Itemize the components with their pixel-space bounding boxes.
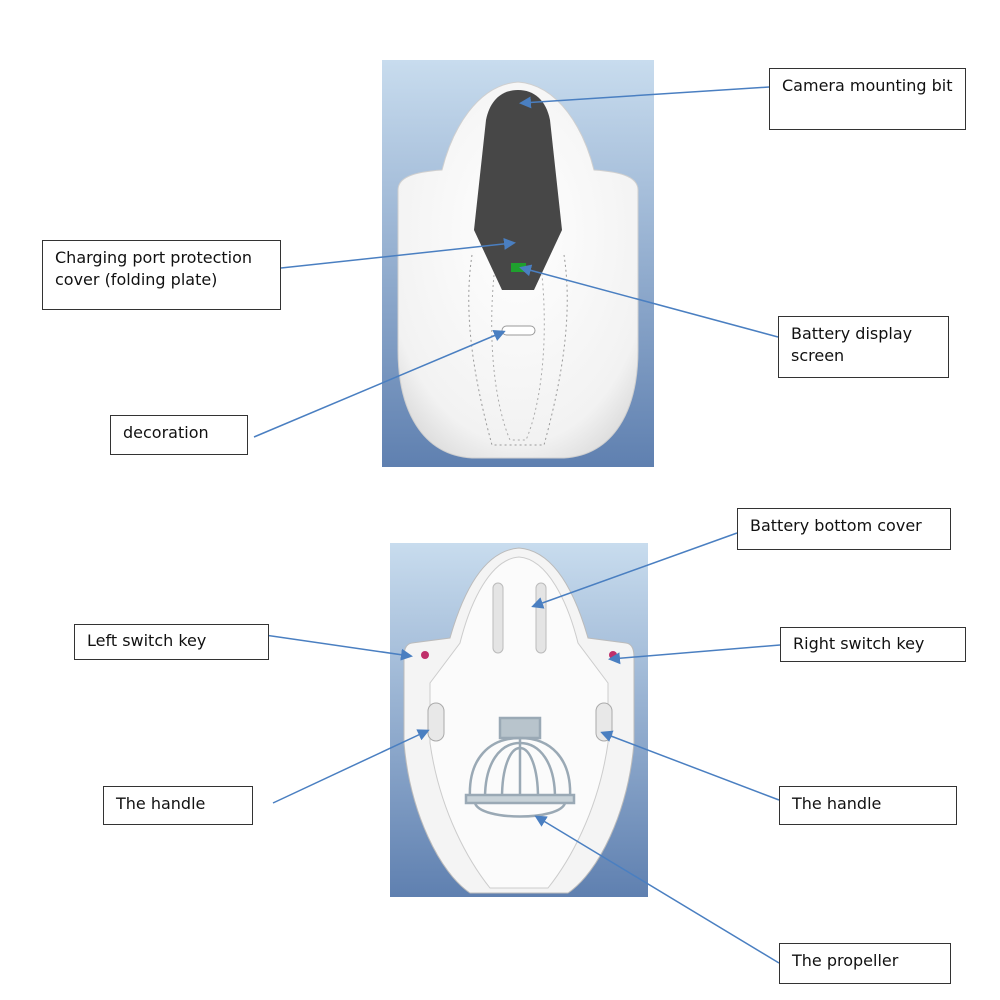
- label-propeller: The propeller: [779, 943, 951, 984]
- label-handle-left: The handle: [103, 786, 253, 825]
- label-camera-mounting-bit: Camera mounting bit: [769, 68, 966, 130]
- top-view-image: [382, 60, 654, 467]
- label-battery-display-screen: Battery display screen: [778, 316, 949, 378]
- label-charging-port-cover: Charging port protection cover (folding …: [42, 240, 281, 310]
- right-switch-key: [609, 651, 617, 659]
- battery-display-screen: [511, 263, 526, 272]
- label-decoration: decoration: [110, 415, 248, 455]
- label-right-switch-key: Right switch key: [780, 627, 966, 662]
- decoration-slot: [501, 325, 536, 336]
- left-switch-key: [421, 651, 429, 659]
- label-left-switch-key: Left switch key: [74, 624, 269, 660]
- right-handle: [595, 702, 613, 742]
- propeller: [464, 716, 576, 818]
- bottom-view-image: [390, 543, 648, 897]
- left-handle: [427, 702, 445, 742]
- label-battery-bottom-cover: Battery bottom cover: [737, 508, 951, 550]
- label-handle-right: The handle: [779, 786, 957, 825]
